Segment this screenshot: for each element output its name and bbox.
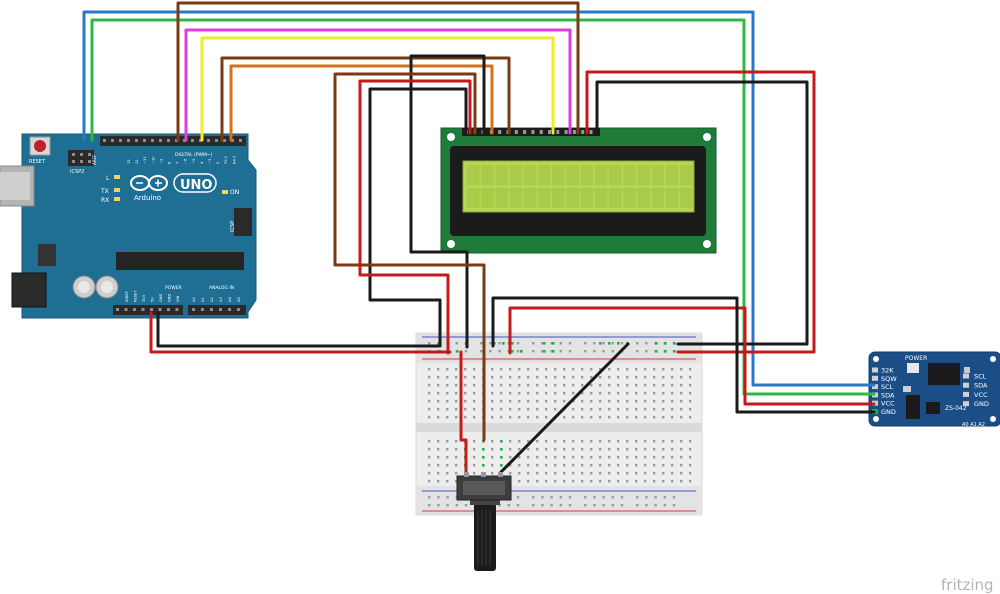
digital-pin-label: ~6 <box>184 158 188 164</box>
digital-pin-label: ~3 <box>208 159 212 164</box>
brand-label: Arduino <box>134 194 161 202</box>
rx-led-label: RX <box>101 197 109 204</box>
wire-blue-scl[interactable] <box>82 10 876 387</box>
rtc-right-pin-label: SCL <box>974 373 987 381</box>
wire-red-lcd-vdd[interactable] <box>358 79 472 355</box>
digital-pin-label: RX 0 <box>232 155 236 164</box>
wire-red-lcd-a[interactable] <box>585 70 816 354</box>
rtc-left-pin-label: SQW <box>881 375 897 383</box>
wire-red-rtc-vcc[interactable] <box>508 306 876 406</box>
digital-pin-label: TX 1 <box>224 156 228 165</box>
digital-pin-label: 2 <box>216 162 220 164</box>
power-label: POWER <box>165 285 182 291</box>
power-pin-label: VIN <box>176 295 180 302</box>
reset-label: RESET <box>29 159 46 165</box>
microcontroller-chip <box>116 252 244 270</box>
digital-pin-label: 12 <box>135 159 139 164</box>
power-pin-label: 5V <box>151 297 155 302</box>
wire-black-lcd-k[interactable] <box>595 80 809 346</box>
fritzing-watermark: fritzing <box>941 576 994 594</box>
aref-label: AREF <box>92 154 97 165</box>
digital-header <box>100 136 246 146</box>
rtc-addr-label: A0 A1 A2 <box>962 422 985 428</box>
rtc-right-pin-label: GND <box>974 400 989 408</box>
analog-pin-label: A4 <box>228 297 232 302</box>
power-pin-label: GND <box>159 294 163 302</box>
uno-label: UNO <box>180 178 213 193</box>
rtc-model-label: ZS-042 <box>945 405 967 412</box>
wire-red-arduino-5v[interactable] <box>149 311 452 354</box>
digital-pin-label: ~5 <box>192 159 196 164</box>
wire-black-lcd-vss[interactable] <box>368 87 468 348</box>
analog-header <box>188 305 246 315</box>
wire-red-pot[interactable] <box>459 350 468 474</box>
wire-yellow-lcd-d5[interactable] <box>200 36 555 142</box>
analog-pin-label: A1 <box>201 297 205 302</box>
analog-pin-label: A5 <box>237 297 241 302</box>
rtc-ds3231-module: POWER ZS-042 A0 A1 A2 32KSQWSCLSDAVCCGND… <box>868 351 1000 428</box>
rtc-right-pin-label: SDA <box>974 382 988 390</box>
power-header <box>113 305 183 315</box>
rtc-left-pin-label: SCL <box>881 383 894 391</box>
wire-black-lcd-rw[interactable] <box>409 54 486 349</box>
on-led-label: ON <box>230 189 239 196</box>
analog-label: ANALOG IN <box>209 285 234 291</box>
rtc-chip <box>928 363 960 385</box>
wire-black-pot[interactable] <box>499 342 630 474</box>
dc-jack <box>11 272 47 308</box>
digital-pin-label: ~10 <box>151 156 155 164</box>
power-pin-label: IOREF <box>125 291 129 302</box>
wires <box>82 1 876 474</box>
digital-pin-label: ~11 <box>143 156 147 164</box>
wire-brown-lcd-d7[interactable] <box>176 1 580 142</box>
l-led-label: L <box>106 175 110 182</box>
rtc-left-pin-label: VCC <box>881 400 895 408</box>
analog-pin-label: A3 <box>219 297 223 302</box>
digital-label: DIGITAL (PWM~) <box>175 152 213 158</box>
icsp-label: ICSP <box>230 221 236 232</box>
potentiometer[interactable] <box>456 472 512 571</box>
digital-pin-label: 8 <box>168 161 172 164</box>
digital-pin-label: 7 <box>176 162 180 164</box>
wire-green-sda[interactable] <box>90 18 876 396</box>
analog-pin-label: A2 <box>210 297 214 302</box>
analog-pin-label: A0 <box>192 297 196 302</box>
arduino-logo: UNO Arduino <box>130 173 217 202</box>
tx-led-label: TX <box>100 188 109 195</box>
power-pin-label: RESET <box>134 290 138 302</box>
digital-pin-label: 13 <box>127 159 131 164</box>
wire-magenta-lcd-d6[interactable] <box>184 28 572 142</box>
wire-brown-lcd-d4[interactable] <box>220 56 511 142</box>
lcd-16x2-module <box>440 127 717 254</box>
icsp2-label: ICSP2 <box>70 169 84 175</box>
digital-pin-label: ~9 <box>159 158 163 164</box>
wire-black-rtc-gnd[interactable] <box>491 296 876 414</box>
wire-orange-lcd-rs[interactable] <box>229 64 494 142</box>
wire-brown-lcd-vo[interactable] <box>333 72 486 442</box>
rtc-left-pin-label: 32K <box>881 367 894 375</box>
arduino-uno-board: RESET ICSP2 13 12 ~11 ~10 ~9 8 7 ~6 ~5 4 ~3 2 TX 1 RX… <box>0 133 257 319</box>
wire-black-arduino-gnd[interactable] <box>156 311 440 348</box>
rtc-left-pin-label: SDA <box>881 391 895 399</box>
rtc-left-pin-label: GND <box>881 408 896 416</box>
rtc-right-pin-label: VCC <box>974 391 988 399</box>
power-pin-label: 3V3 <box>142 295 146 302</box>
digital-pin-label: 4 <box>200 161 204 164</box>
rtc-power-label: POWER <box>905 355 927 362</box>
power-pin-label: GND <box>168 294 172 302</box>
